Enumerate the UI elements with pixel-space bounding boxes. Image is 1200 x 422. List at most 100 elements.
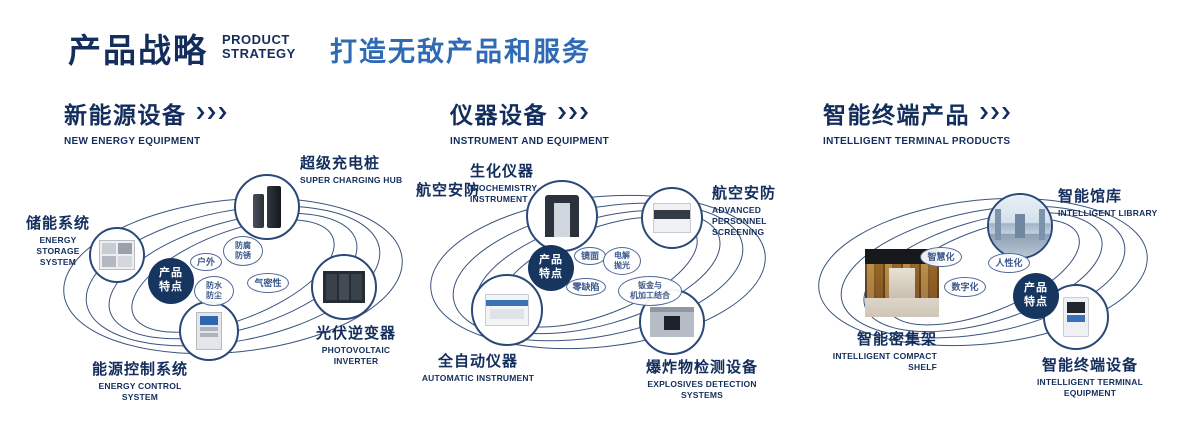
product-name: 光伏逆变器 bbox=[315, 325, 396, 342]
section-intelligent-terminal-header: 智能终端产品 INTELLIGENT TERMINAL PRODUCTS bbox=[823, 96, 1010, 147]
section-title: 仪器设备 bbox=[450, 102, 548, 128]
node-energy-storage bbox=[89, 227, 145, 283]
label-energy-storage: 储能系统 ENERGY STORAGE SYSTEM bbox=[18, 212, 98, 268]
feature-text: 零缺陷 bbox=[572, 281, 600, 292]
feature-bubble-mirror: 镜面 bbox=[574, 247, 606, 265]
badge-line1: 产品 bbox=[1024, 282, 1048, 295]
product-name-en: INTELLIGENT TERMINAL EQUIPMENT bbox=[1037, 377, 1143, 399]
feature-bubble-zero-defect: 零缺陷 bbox=[566, 278, 606, 296]
badge-line2: 特点 bbox=[539, 268, 563, 280]
feature-bubble-anticorrosion: 防腐 防锈 bbox=[223, 236, 263, 266]
section-subtitle: INTELLIGENT TERMINAL PRODUCTS bbox=[823, 136, 1011, 147]
label-intelligent-terminal-equipment: 智能终端设备 INTELLIGENT TERMINAL EQUIPMENT bbox=[1010, 354, 1170, 399]
page-title-en: PRODUCT STRATEGY bbox=[222, 32, 296, 61]
product-name-en: AUTOMATIC INSTRUMENT bbox=[421, 373, 535, 383]
product-name-en: ENERGY CONTROL SYSTEM bbox=[98, 381, 182, 403]
product-features-badge: 产品 特点 bbox=[148, 258, 194, 304]
feature-text: 钣金与 bbox=[638, 281, 662, 291]
product-name-en: EXPLOSIVES DETECTION SYSTEMS bbox=[647, 379, 757, 401]
node-intelligent-compact-shelf bbox=[865, 249, 939, 317]
automatic-instrument-image bbox=[485, 294, 529, 326]
label-intelligent-library: 智能馆库 INTELLIGENT LIBRARY bbox=[1058, 185, 1158, 219]
product-name: 智能密集架 bbox=[856, 331, 937, 348]
feature-bubble-waterproof: 防水 防尘 bbox=[194, 276, 234, 306]
badge-line1: 产品 bbox=[159, 267, 183, 280]
feature-bubble-electropolish: 电解 抛光 bbox=[603, 247, 641, 275]
section-title: 新能源设备 bbox=[64, 102, 187, 128]
feature-bubble-intelligent: 智慧化 bbox=[920, 247, 962, 267]
feature-bubble-humanized: 人性化 bbox=[988, 253, 1030, 273]
product-name: 航空安防 bbox=[712, 185, 777, 202]
node-photovoltaic-inverter bbox=[311, 254, 377, 320]
triple-chevron-icon bbox=[196, 107, 227, 119]
feature-text: 气密性 bbox=[254, 277, 282, 288]
node-automatic-instrument bbox=[471, 274, 543, 346]
product-name: 生化仪器 bbox=[470, 163, 535, 180]
section-title: 智能终端产品 bbox=[823, 102, 970, 128]
intelligent-terminal-equipment-image bbox=[1063, 297, 1089, 337]
product-name-en: INTELLIGENT LIBRARY bbox=[1058, 208, 1158, 218]
energy-storage-image bbox=[99, 240, 135, 270]
feature-bubble-digital: 数字化 bbox=[944, 277, 986, 297]
label-super-charging-hub: 超级充电桩 SUPER CHARGING HUB bbox=[300, 152, 415, 186]
node-super-charging-hub bbox=[234, 174, 300, 240]
product-name-en: ENERGY STORAGE SYSTEM bbox=[36, 235, 80, 268]
product-name: 智能馆库 bbox=[1058, 188, 1123, 205]
feature-bubble-sheetmetal: 钣金与 机加工结合 bbox=[618, 276, 682, 306]
slogan: 打造无敌产品和服务 bbox=[330, 37, 591, 67]
section-subtitle: INSTRUMENT AND EQUIPMENT bbox=[450, 136, 610, 147]
product-name: 智能终端设备 bbox=[1041, 357, 1138, 374]
feature-text: 防尘 bbox=[206, 291, 222, 300]
feature-text: 抛光 bbox=[614, 261, 630, 270]
feature-bubble-outdoor: 户外 bbox=[190, 253, 222, 271]
intelligent-compact-shelf-image bbox=[865, 249, 939, 317]
feature-text: 人性化 bbox=[995, 257, 1023, 268]
label-photovoltaic-inverter: 光伏逆变器 PHOTOVOLTAIC INVERTER bbox=[300, 322, 412, 367]
energy-control-image bbox=[196, 312, 222, 350]
label-personnel-screening: 航空安防 ADVANCED PERSONNEL SCREENING bbox=[712, 182, 812, 238]
node-intelligent-library bbox=[987, 193, 1053, 259]
node-biochemistry-instrument bbox=[526, 180, 598, 252]
badge-line1: 产品 bbox=[539, 254, 563, 267]
section-instruments-header: 仪器设备 INSTRUMENT AND EQUIPMENT bbox=[450, 96, 609, 147]
product-features-badge: 产品 特点 bbox=[1013, 273, 1059, 319]
personnel-screening-image bbox=[653, 203, 691, 233]
feature-text: 电解 bbox=[614, 251, 630, 261]
feature-text: 机加工结合 bbox=[630, 291, 670, 300]
feature-text: 镜面 bbox=[580, 250, 599, 261]
label-biochemistry-instrument: 生化仪器 BIOCHEMISTRY INSTRUMENT bbox=[470, 160, 595, 205]
feature-text: 防锈 bbox=[235, 251, 251, 260]
label-energy-control: 能源控制系统 ENERGY CONTROL SYSTEM bbox=[80, 358, 200, 403]
section-subtitle: NEW ENERGY EQUIPMENT bbox=[64, 136, 201, 147]
page-title-en-line1: PRODUCT bbox=[222, 32, 290, 47]
label-automatic-instrument: 全自动仪器 AUTOMATIC INSTRUMENT bbox=[418, 350, 538, 384]
feature-text: 防腐 bbox=[235, 241, 251, 251]
product-name-en: BIOCHEMISTRY INSTRUMENT bbox=[470, 183, 538, 205]
super-charging-hub-image bbox=[253, 186, 281, 228]
section-new-energy-header: 新能源设备 NEW ENERGY EQUIPMENT bbox=[64, 96, 227, 147]
orbit-rings bbox=[63, 197, 403, 355]
label-intelligent-compact-shelf: 智能密集架 INTELLIGENT COMPACT SHELF bbox=[822, 328, 937, 373]
explosives-detection-image bbox=[650, 307, 694, 337]
feature-bubble-airtight: 气密性 bbox=[247, 273, 289, 293]
product-name-en: INTELLIGENT COMPACT SHELF bbox=[832, 351, 937, 373]
badge-line2: 特点 bbox=[159, 281, 183, 293]
product-name: 超级充电桩 bbox=[300, 155, 381, 172]
intelligent-library-image bbox=[989, 195, 1051, 257]
node-energy-control bbox=[179, 301, 239, 361]
label-aviation-security-left: 航空安防 bbox=[416, 179, 486, 200]
photovoltaic-inverter-image bbox=[323, 271, 365, 303]
feature-text: 智慧化 bbox=[927, 251, 955, 262]
label-explosives-detection: 爆炸物检测设备 EXPLOSIVES DETECTION SYSTEMS bbox=[632, 356, 772, 401]
product-features-badge: 产品 特点 bbox=[528, 245, 574, 291]
orbit-rings bbox=[818, 197, 1148, 347]
node-personnel-screening bbox=[641, 187, 703, 249]
feature-text: 户外 bbox=[196, 256, 215, 267]
product-name-en: SUPER CHARGING HUB bbox=[300, 175, 403, 185]
product-name: 全自动仪器 bbox=[437, 353, 518, 370]
product-name-en: ADVANCED PERSONNEL SCREENING bbox=[712, 205, 767, 238]
feature-text: 防水 bbox=[206, 281, 222, 291]
